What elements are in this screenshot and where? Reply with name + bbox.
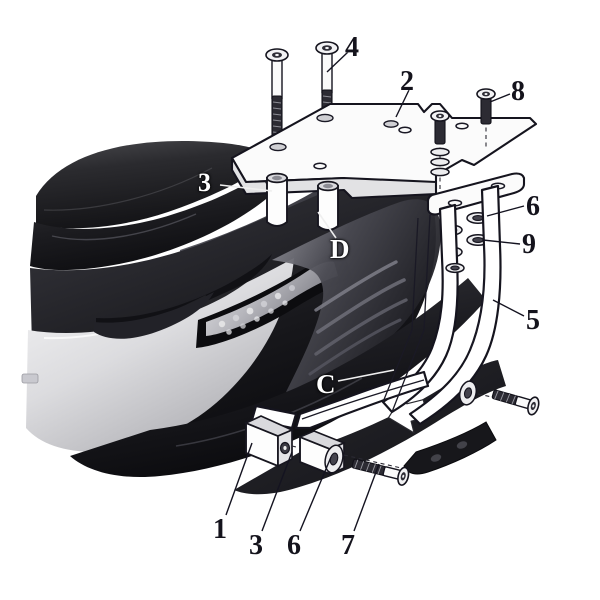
leader-1 bbox=[225, 442, 253, 516]
bracket-hole-2 bbox=[456, 441, 468, 449]
rack-rails bbox=[411, 214, 431, 331]
short-screw-8 bbox=[476, 88, 496, 150]
seat-upper bbox=[36, 140, 272, 229]
leader-3-lower bbox=[261, 451, 293, 532]
leader-lines-dark bbox=[225, 51, 525, 532]
leader-9 bbox=[482, 239, 521, 245]
leader-d bbox=[317, 211, 337, 239]
cowl-fins bbox=[308, 260, 408, 376]
lower-rail-links bbox=[382, 329, 425, 413]
leader-c bbox=[337, 369, 395, 382]
mid-right-bolt bbox=[491, 389, 540, 416]
bracket-drop-washers bbox=[445, 262, 465, 274]
bracket-hole-1 bbox=[430, 454, 442, 462]
callout-d: D bbox=[330, 234, 350, 264]
callout-3-lower: 3 bbox=[249, 530, 263, 561]
panel-badge bbox=[21, 373, 39, 384]
side-support-bar-outer bbox=[408, 184, 502, 426]
callout-c: C bbox=[316, 369, 336, 399]
leader-6-right bbox=[486, 205, 525, 217]
leader-4 bbox=[326, 51, 349, 73]
lower-bolt-7 bbox=[351, 458, 410, 486]
spacer-sleeve-1 bbox=[243, 415, 295, 468]
long-bolt-left bbox=[265, 48, 289, 172]
leader-7 bbox=[353, 463, 380, 532]
lower-body bbox=[70, 278, 486, 478]
leader-8 bbox=[489, 93, 511, 103]
callout-9: 9 bbox=[522, 229, 536, 260]
spacer-tube-front bbox=[266, 172, 288, 227]
mid-right-washer bbox=[458, 380, 478, 406]
side-panel bbox=[26, 258, 294, 452]
lower-u-bar bbox=[250, 370, 430, 430]
callout-6-right: 6 bbox=[526, 191, 540, 222]
leader-lines-light bbox=[219, 184, 395, 382]
leader-2 bbox=[395, 89, 410, 118]
upper-cowl-band bbox=[272, 199, 441, 392]
callout-8: 8 bbox=[511, 76, 525, 107]
callout-4: 4 bbox=[345, 32, 359, 63]
callout-3-upper: 3 bbox=[198, 168, 211, 197]
handle-recess bbox=[94, 292, 214, 339]
callout-7: 7 bbox=[341, 530, 355, 561]
callout-5: 5 bbox=[526, 305, 540, 336]
leader-5 bbox=[492, 299, 525, 317]
callout-6-lower: 6 bbox=[287, 530, 301, 561]
callout-1: 1 bbox=[213, 514, 227, 545]
leader-6-lower bbox=[299, 456, 332, 532]
callout-2: 2 bbox=[400, 66, 414, 97]
seat-lower bbox=[30, 162, 286, 271]
tail-lamp-texture bbox=[218, 285, 295, 335]
leader-3-upper bbox=[219, 184, 273, 192]
chassis-mount-bracket bbox=[403, 421, 497, 475]
lower-assembly-axis-1 bbox=[291, 445, 301, 449]
lower-assembly-axis-2 bbox=[343, 454, 411, 471]
mid-right-axis bbox=[477, 393, 493, 398]
